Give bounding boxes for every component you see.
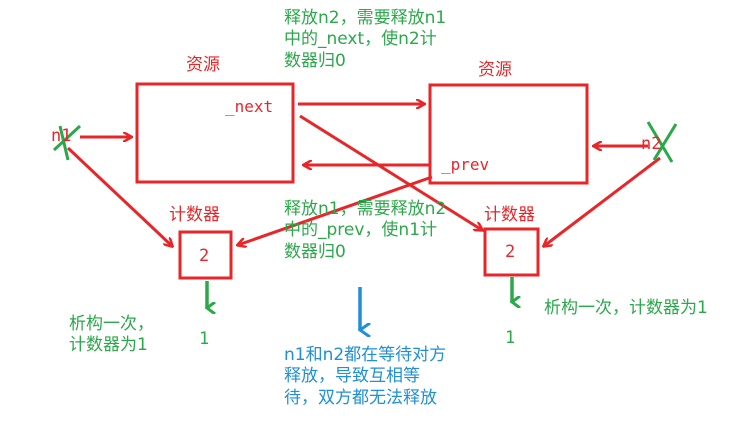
note-line: 中的_prev，使n1计: [284, 220, 438, 241]
note-line: n1和n2都在等待对方: [284, 345, 447, 365]
field-prev-label: _prev: [441, 155, 490, 174]
note-line: 中的_next，使n2计: [284, 29, 437, 50]
note-line: 释放，导致互相等: [284, 366, 420, 387]
resource-box-left: [135, 82, 295, 184]
cross-mark-n1: [52, 124, 82, 161]
resource-title-left: 资源: [186, 55, 220, 75]
note-conclusion: n1和n2都在等待对方 释放，导致互相等 待，双方都无法释放: [284, 345, 446, 409]
arrow-n2-to-right-counter: [544, 156, 661, 246]
counter-value-left: 2: [199, 246, 210, 266]
note-line: 释放n1，需要释放n2: [284, 199, 447, 219]
resource-box-right: [428, 83, 589, 185]
arrow-prev-to-left-counter: [238, 175, 433, 245]
counter-after-right: 1: [505, 328, 516, 348]
cross-mark-n2: [646, 121, 678, 163]
note-line: 析构一次，: [69, 314, 154, 334]
counter-title-left: 计数器: [169, 205, 220, 225]
resource-title-right: 资源: [478, 60, 512, 80]
counter-title-right: 计数器: [484, 205, 535, 225]
note-line: 数器归0: [284, 50, 346, 71]
note-line: 计数器为1: [69, 335, 148, 356]
note-line: 待，双方都无法释放: [284, 387, 437, 408]
field-next-label: _next: [225, 97, 274, 116]
note-release-n2: 释放n2，需要释放n1 中的_next，使n2计 数器归0: [284, 8, 446, 72]
counter-box-left: [178, 230, 233, 280]
note-destruct-right: 析构一次，计数器为1: [544, 298, 708, 318]
note-line: 释放n2，需要释放n1: [284, 8, 447, 28]
note-line: 数器归0: [284, 241, 346, 262]
arrow-n1-to-left-counter: [66, 146, 172, 246]
note-release-n1: 释放n1，需要释放n2 中的_prev，使n1计 数器归0: [284, 199, 446, 263]
counter-after-left: 1: [199, 329, 210, 349]
pointer-n2-label: n2: [641, 134, 662, 154]
note-destruct-left: 析构一次， 计数器为1: [69, 314, 154, 357]
pointer-n1-label: n1: [51, 126, 72, 146]
arrow-next-to-right-counter: [299, 114, 482, 230]
counter-value-right: 2: [505, 242, 516, 262]
counter-box-right: [483, 227, 540, 277]
